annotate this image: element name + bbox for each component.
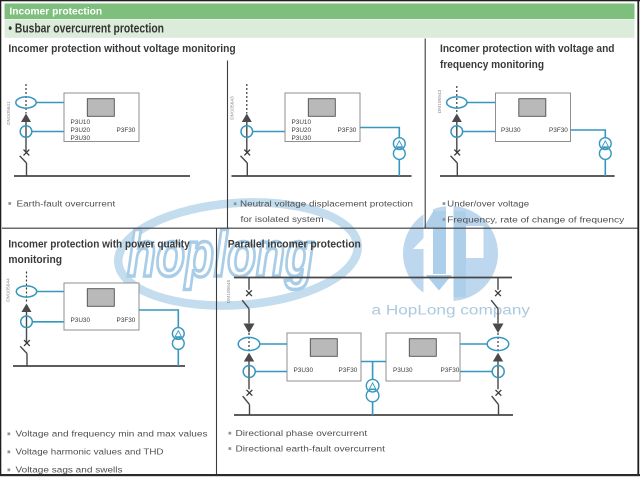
svg-text:Neutral voltage displacement p: Neutral voltage displacement protection [240,199,413,209]
svg-text:Directional earth-fault overcu: Directional earth-fault overcurrent [236,443,386,453]
svg-text:Earth-fault overcurrent: Earth-fault overcurrent [17,198,116,208]
svg-text:hoplong: hoplong [127,218,314,290]
svg-text:P3U30: P3U30 [501,127,521,134]
svg-text:DM105644: DM105644 [5,278,11,302]
svg-text:Incomer protection without vol: Incomer protection without voltage monit… [8,43,235,55]
svg-text:Under/over voltage: Under/over voltage [447,198,529,208]
svg-text:P3U10: P3U10 [292,119,312,126]
svg-text:Directional phase overcurrent: Directional phase overcurrent [236,428,368,438]
svg-text:P3F30: P3F30 [117,317,136,324]
svg-text:DM105641: DM105641 [6,101,12,125]
svg-text:frequency monitoring: frequency monitoring [440,59,544,71]
svg-text:DM105943: DM105943 [437,89,443,113]
svg-text:for isolated system: for isolated system [241,214,324,224]
svg-text:Frequency, rate of change of f: Frequency, rate of change of frequency [447,214,625,224]
svg-text:P3U30: P3U30 [292,135,312,142]
svg-text:• Busbar overcurrent protectio: • Busbar overcurrent protection [8,22,164,36]
svg-text:P3U20: P3U20 [292,127,312,134]
svg-text:P3U10: P3U10 [71,119,91,126]
svg-text:Incomer protection with power: Incomer protection with power quality [8,238,190,250]
svg-text:P3U30: P3U30 [294,367,314,374]
svg-text:P3F30: P3F30 [117,127,136,134]
svg-text:DM105643: DM105643 [229,96,235,120]
svg-text:P3U30: P3U30 [71,317,91,324]
svg-text:monitoring: monitoring [8,254,62,266]
svg-text:Incomer protection with voltag: Incomer protection with voltage and [440,43,615,55]
svg-text:Incomer protection: Incomer protection [9,6,102,17]
svg-text:P3U30: P3U30 [71,135,91,142]
svg-text:P3F30: P3F30 [339,367,358,374]
svg-text:P3F30: P3F30 [549,127,568,134]
svg-text:Voltage and frequency min and: Voltage and frequency min and max values [16,429,208,439]
svg-text:P3F30: P3F30 [441,367,460,374]
svg-text:Voltage sags and swells: Voltage sags and swells [16,465,123,475]
svg-text:a HopLong company: a HopLong company [372,303,531,318]
svg-text:P3U20: P3U20 [71,127,91,134]
svg-text:P3U30: P3U30 [393,367,413,374]
svg-text:Voltage harmonic values and TH: Voltage harmonic values and THD [16,447,164,457]
svg-text:P3F30: P3F30 [338,127,357,134]
svg-text:Parallel incomer protection: Parallel incomer protection [228,238,361,250]
svg-text:DM105645: DM105645 [226,279,232,303]
